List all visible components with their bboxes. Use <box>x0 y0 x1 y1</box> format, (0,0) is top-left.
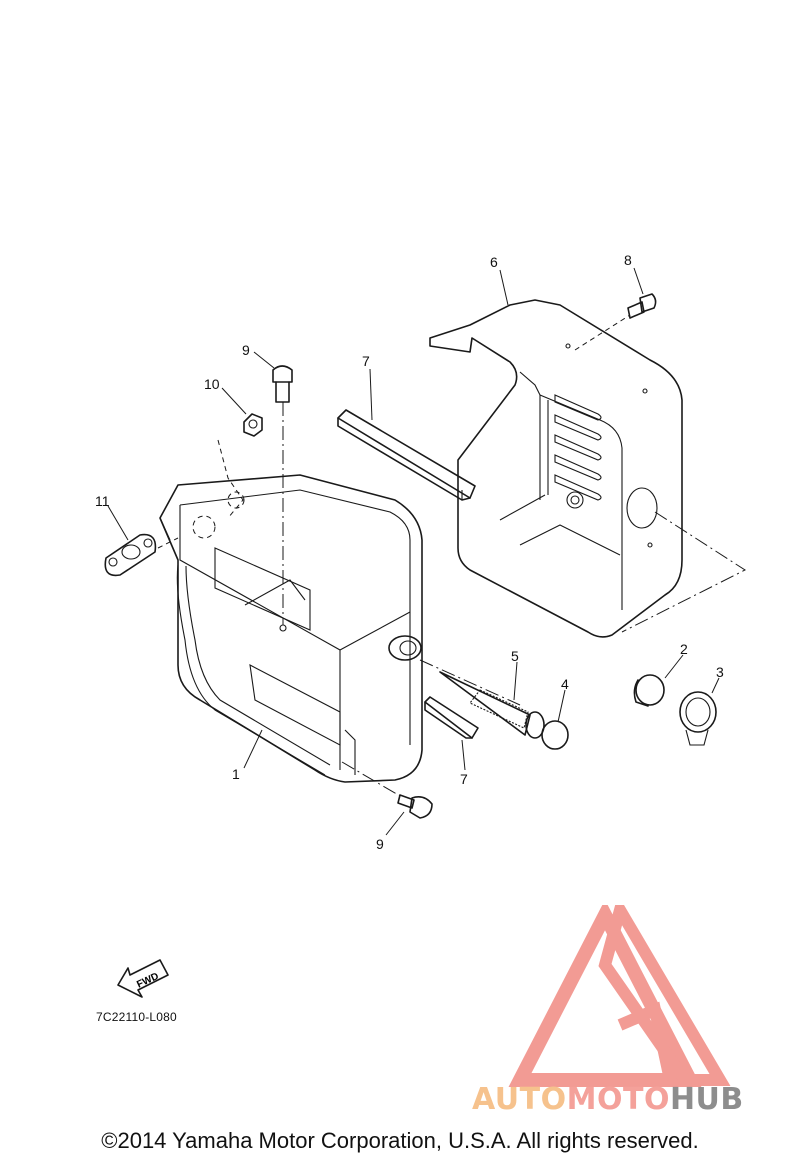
part-8-screw <box>627 293 657 319</box>
callout-8: 8 <box>624 252 632 268</box>
part-9-bolt-upper <box>272 365 293 632</box>
callout-1: 1 <box>232 766 240 782</box>
callout-4: 4 <box>561 676 569 692</box>
callout-9-lower: 9 <box>376 836 384 852</box>
callout-10: 10 <box>204 376 220 392</box>
copyright-notice: ©2014 Yamaha Motor Corporation, U.S.A. A… <box>101 1128 699 1153</box>
callout-9-upper: 9 <box>242 342 250 358</box>
part-7-gasket-strip-upper <box>337 409 476 501</box>
part-2-grommet <box>633 674 665 707</box>
part-4-cap <box>541 720 569 750</box>
callout-2: 2 <box>680 641 688 657</box>
part-9-bolt-lower <box>341 761 433 819</box>
part-7-gasket-strip-lower <box>424 696 479 739</box>
fwd-arrow-icon: FWD <box>117 959 169 998</box>
callout-7-upper: 7 <box>362 353 370 369</box>
part-10-nut <box>243 413 263 437</box>
part-6-cover <box>429 299 747 638</box>
part-1-muffler <box>159 439 521 783</box>
callout-11: 11 <box>95 493 110 509</box>
callout-6: 6 <box>490 254 498 270</box>
part-3-hose-clamp <box>679 691 717 746</box>
leader-lines <box>107 267 720 836</box>
callout-7-lower: 7 <box>460 771 468 787</box>
watermark-logo <box>508 905 731 1087</box>
watermark-text: AUTOMOTOHUB <box>472 1082 744 1117</box>
part-11-gasket <box>104 533 179 577</box>
part-5-spark-arrester <box>439 671 545 739</box>
diagram-code: 7C22110-L080 <box>96 1010 177 1024</box>
callout-3: 3 <box>716 664 724 680</box>
callout-labels: 6 8 7 9 10 11 1 5 4 2 3 7 9 <box>95 252 724 852</box>
callout-5: 5 <box>511 648 519 664</box>
fwd-label: FWD <box>135 971 160 991</box>
